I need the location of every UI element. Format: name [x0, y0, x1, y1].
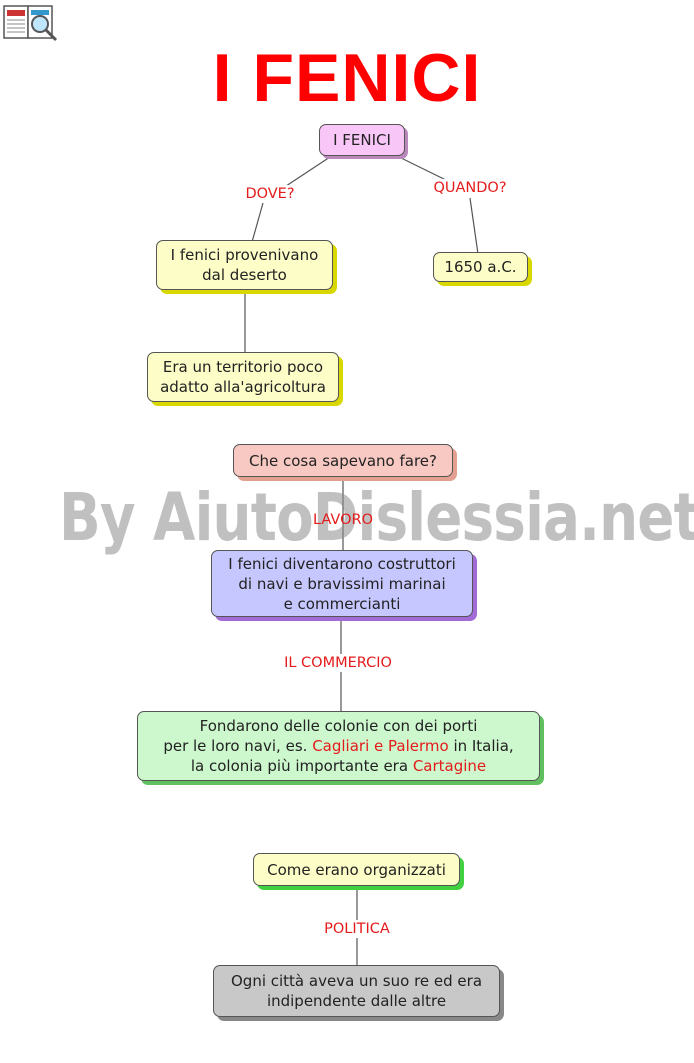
- link-label-politics: POLITICA: [314, 920, 400, 938]
- colonies-line2: per le loro navi, es. Cagliari e Palermo…: [163, 736, 513, 756]
- organization-question-node: Come erano organizzati: [253, 853, 460, 886]
- where-node-line1: I fenici provenivano: [170, 246, 319, 264]
- link-label-when: QUANDO?: [426, 179, 514, 197]
- root-node-label: I FENICI: [333, 131, 391, 149]
- work-node-line3: e commercianti: [283, 594, 401, 613]
- colonies-line2-a: per le loro navi, es.: [163, 737, 308, 755]
- when-node: 1650 a.C.: [433, 252, 528, 282]
- colonies-line1: Fondarono delle colonie con dei porti: [199, 717, 478, 735]
- politics-node: Ogni città aveva un suo re ed era indipe…: [213, 965, 500, 1017]
- territory-node-line1: Era un territorio poco: [162, 358, 324, 376]
- work-node-line2: di navi e bravissimi marinai: [238, 574, 446, 593]
- where-node-line2: dal deserto: [202, 266, 287, 284]
- organization-question-label: Come erano organizzati: [267, 860, 446, 879]
- page-title: I FENICI: [212, 40, 482, 116]
- colonies-node: Fondarono delle colonie con dei porti pe…: [137, 711, 540, 781]
- when-node-label: 1650 a.C.: [444, 258, 517, 276]
- colonies-line3-a: la colonia più importante era: [190, 757, 409, 775]
- politics-node-line2: indipendente dalle altre: [266, 992, 447, 1010]
- book-magnifier-icon: [3, 5, 58, 42]
- skills-question-label: Che cosa sapevano fare?: [249, 451, 437, 470]
- root-node: I FENICI: [319, 124, 405, 156]
- link-label-work: LAVORO: [313, 512, 373, 528]
- colonies-line2-cities: Cagliari e Palermo: [312, 737, 449, 755]
- colonies-line3-city: Cartagine: [412, 757, 487, 775]
- politics-node-line1: Ogni città aveva un suo re ed era: [230, 972, 483, 990]
- where-node: I fenici provenivano dal deserto: [156, 240, 333, 290]
- territory-node-line2: adatto alla'agricoltura: [160, 378, 326, 396]
- link-label-trade: IL COMMERCIO: [272, 654, 404, 672]
- colonies-line2-c: in Italia,: [453, 737, 514, 755]
- work-node-line1: I fenici diventarono costruttori: [228, 554, 456, 573]
- work-node: I fenici diventarono costruttori di navi…: [211, 550, 473, 617]
- skills-question-node: Che cosa sapevano fare?: [233, 444, 453, 477]
- link-label-where: DOVE?: [238, 185, 302, 203]
- territory-node: Era un territorio poco adatto alla'agric…: [147, 352, 339, 402]
- colonies-line3: la colonia più importante era Cartagine: [191, 756, 486, 776]
